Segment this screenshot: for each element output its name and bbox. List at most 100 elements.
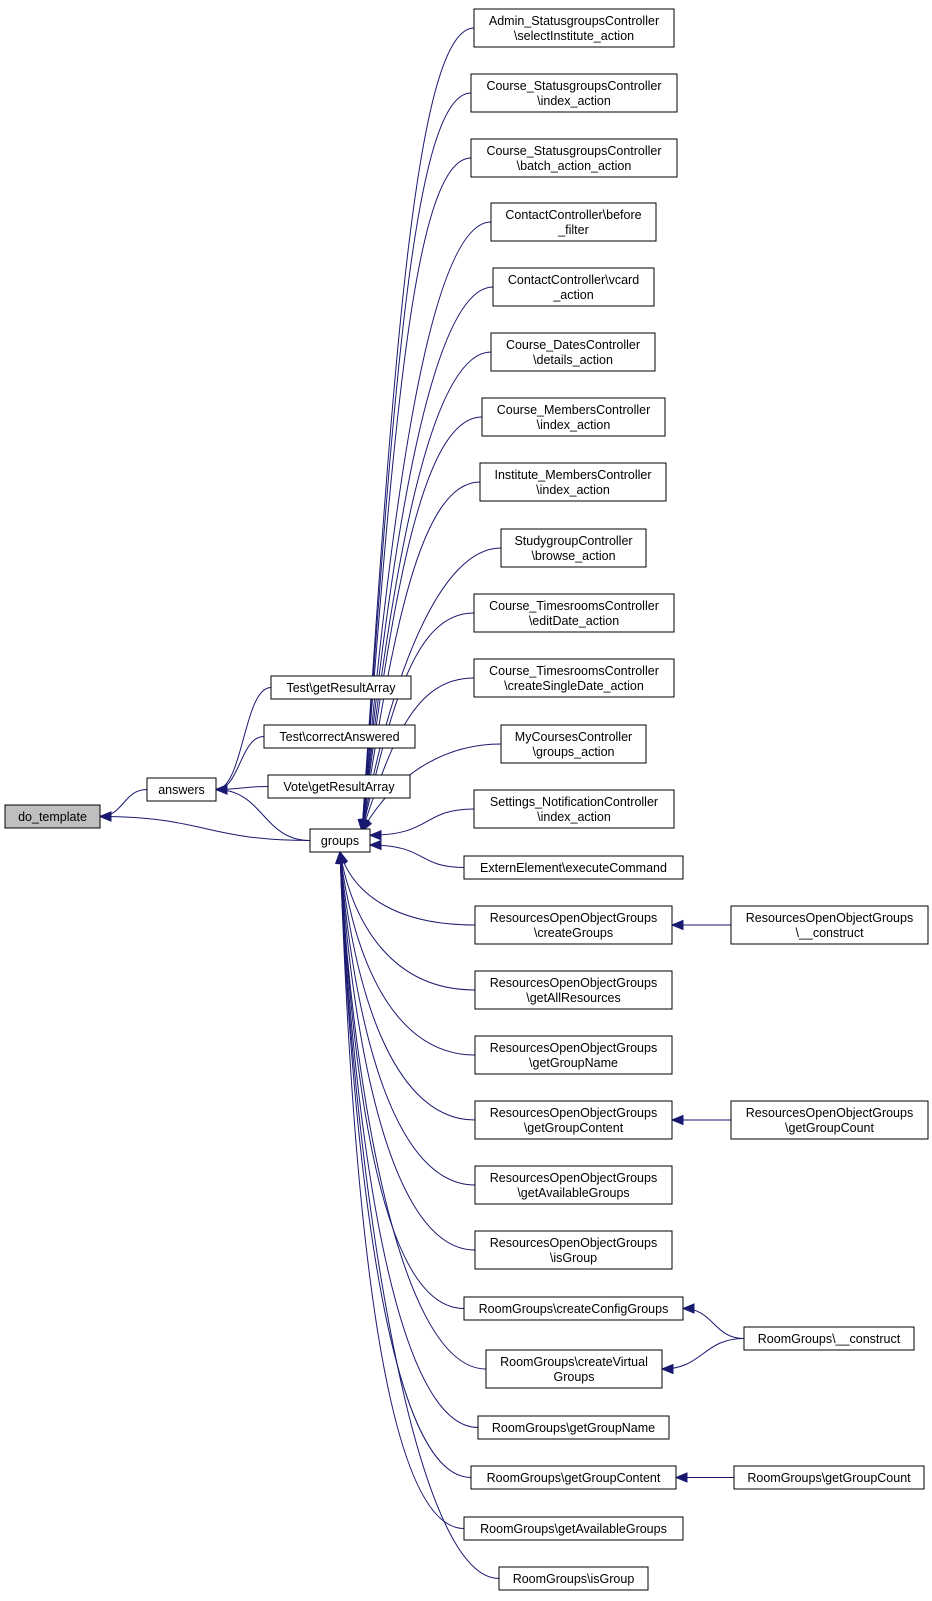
edge-line [361,743,502,832]
node-rg-isgroup[interactable]: RoomGroups\isGroup [498,1566,649,1591]
node-course-statusgroups-index[interactable]: Course_StatusgroupsController\index_acti… [470,73,678,113]
node-box [463,1296,684,1321]
node-roog-getavailablegroups[interactable]: ResourcesOpenObjectGroups\getAvailableGr… [474,1165,673,1205]
node-label: \index_action [537,418,611,432]
node-rg-getgroupname[interactable]: RoomGroups\getGroupName [477,1415,670,1440]
edge-rg-getgroupname-to-groups [335,850,479,1428]
edge-roog-getallresources-to-groups [336,850,476,991]
node-rg-construct[interactable]: RoomGroups\__construct [743,1326,915,1351]
edge-roog-getavailablegroups-to-groups [335,850,476,1186]
node-roog-isgroup[interactable]: ResourcesOpenObjectGroups\isGroup [474,1230,673,1270]
node-do-template[interactable]: do_template [4,804,101,829]
node-vote-getresultarray[interactable]: Vote\getResultArray [267,774,411,799]
node-roog-creategroups[interactable]: ResourcesOpenObjectGroups\createGroups [474,905,673,945]
edge-line [339,851,476,1251]
node-label: Course_StatusgroupsController [486,144,661,158]
node-label: RoomGroups\getGroupCount [747,1471,911,1485]
node-roog-getgroupcontent[interactable]: ResourcesOpenObjectGroups\getGroupConten… [474,1100,673,1140]
node-course-timesrooms-editdate[interactable]: Course_TimesroomsController\editDate_act… [473,593,675,633]
node-rg-getavailablegroups[interactable]: RoomGroups\getAvailableGroups [463,1516,684,1541]
node-label: \createSingleDate_action [504,679,644,693]
node-roog-construct[interactable]: ResourcesOpenObjectGroups\__construct [730,905,929,945]
node-label: Course_TimesroomsController [489,664,659,678]
node-label: Settings_NotificationController [490,795,658,809]
node-box [733,1465,925,1490]
node-mycourses-groups[interactable]: MyCoursesController\groups_action [500,724,647,764]
edge-line [215,687,272,790]
edge-line [682,1308,745,1339]
arrowhead [98,811,112,822]
node-answers[interactable]: answers [146,777,217,802]
node-box [470,73,678,113]
edge-roog-isgroup-to-groups [335,850,476,1251]
node-roog-getgroupname[interactable]: ResourcesOpenObjectGroups\getGroupName [474,1035,673,1075]
node-box [477,1415,670,1440]
node-box [474,1100,673,1140]
node-box [473,789,675,829]
node-label: ResourcesOpenObjectGroups [490,1171,657,1185]
node-label: \index_action [537,94,611,108]
node-rg-getgroupcontent[interactable]: RoomGroups\getGroupContent [470,1465,677,1490]
node-label: \editDate_action [529,614,619,628]
edge-test-correctanswered-to-answers [214,736,265,795]
arrowhead [335,850,346,864]
node-externelement-executecommand[interactable]: ExternElement\executeCommand [463,855,684,880]
node-label: \getGroupContent [524,1121,624,1135]
node-box [474,970,673,1010]
node-admin-statusgroups-selectinstitute[interactable]: Admin_StatusgroupsController\selectInsti… [473,8,675,48]
node-label: Course_MembersController [497,403,651,417]
edge-line [361,677,475,832]
edge-rg-getgroupcontent-to-groups [335,850,472,1478]
node-settings-notification-index[interactable]: Settings_NotificationController\index_ac… [473,789,675,829]
node-contact-before-filter[interactable]: ContactController\before_filter [490,202,657,242]
node-label: ResourcesOpenObjectGroups [746,1106,913,1120]
node-label: StudygroupController [514,534,632,548]
edge-line [369,808,475,836]
edge-settings-notification-index-to-groups [368,808,475,841]
node-label: RoomGroups\__construct [758,1332,901,1346]
edge-line [339,851,487,1370]
node-studygroup-browse[interactable]: StudygroupController\browse_action [500,528,647,568]
node-test-getresultarray[interactable]: Test\getResultArray [270,675,412,700]
node-label: RoomGroups\isGroup [513,1572,635,1586]
node-roog-getgroupcount[interactable]: ResourcesOpenObjectGroups\getGroupCount [730,1100,929,1140]
edge-line [361,351,492,832]
node-label: MyCoursesController [515,730,632,744]
node-box [730,905,929,945]
node-test-correctanswered[interactable]: Test\correctAnswered [263,724,416,749]
node-contact-vcard[interactable]: ContactController\vcard_action [492,267,655,307]
edge-test-getresultarray-to-answers [214,687,272,795]
edge-line [215,789,311,841]
node-box [730,1100,929,1140]
node-box [270,675,412,700]
node-label: RoomGroups\getAvailableGroups [480,1522,667,1536]
edge-rg-construct-to-rg-createconfiggroups [681,1303,745,1339]
node-label: \isGroup [550,1251,597,1265]
node-groups[interactable]: groups [309,828,371,853]
node-label: \index_action [536,483,610,497]
node-course-statusgroups-batch[interactable]: Course_StatusgroupsController\batch_acti… [470,138,678,178]
edge-roog-getgroupcount-to-roog-getgroupcontent [670,1114,731,1126]
node-course-members-index[interactable]: Course_MembersController\index_action [481,397,666,437]
edge-line [339,851,476,1056]
node-label: \getGroupName [529,1056,618,1070]
node-box [500,724,647,764]
arrowhead [361,818,373,833]
node-box [498,1566,649,1591]
edge-line [339,851,472,1478]
node-rg-createconfiggroups[interactable]: RoomGroups\createConfigGroups [463,1296,684,1321]
node-box [490,202,657,242]
node-box [473,8,675,48]
node-roog-getallresources[interactable]: ResourcesOpenObjectGroups\getAllResource… [474,970,673,1010]
edge-line [99,789,148,817]
node-label: \__construct [795,926,864,940]
node-box [473,658,675,698]
node-course-dates-details[interactable]: Course_DatesController\details_action [490,332,656,372]
node-institute-members-index[interactable]: Institute_MembersController\index_action [479,462,667,502]
edge-line [339,851,476,926]
node-course-timesrooms-createsingle[interactable]: Course_TimesroomsController\createSingle… [473,658,675,698]
node-label: \createGroups [534,926,613,940]
node-rg-getgroupcount[interactable]: RoomGroups\getGroupCount [733,1465,925,1490]
node-label: groups [321,834,359,848]
